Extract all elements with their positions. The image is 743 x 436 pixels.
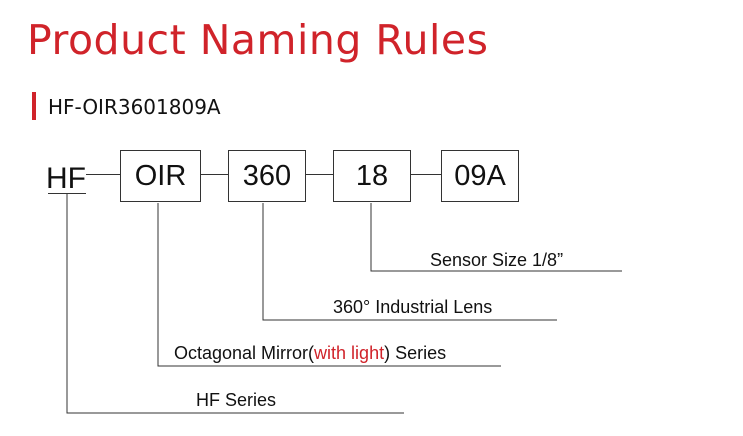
leader-line-sensor (370, 203, 622, 272)
connector-360-18 (306, 174, 333, 175)
code-segment-oir: OIR (120, 150, 201, 202)
connector-oir-360 (201, 174, 228, 175)
label-mirror-prefix: Octagonal Mirror( (174, 343, 315, 363)
leader-line-series (66, 193, 404, 414)
page-title: Product Naming Rules (27, 16, 489, 64)
label-mirror-highlight: with light (314, 343, 385, 363)
leader-line-mirror (157, 203, 501, 367)
model-number: HF-OIR3601809A (48, 95, 221, 119)
code-segment-09a: 09A (441, 150, 519, 202)
label-octagonal-mirror: Octagonal Mirror(with light) Series (174, 342, 446, 364)
label-industrial-lens: 360° Industrial Lens (333, 297, 493, 317)
connector-brand-oir (86, 174, 120, 175)
code-brand: HF (46, 162, 86, 195)
code-segment-360: 360 (228, 150, 306, 202)
connector-18-09a (411, 174, 441, 175)
label-hf-series: HF Series (196, 390, 277, 410)
label-sensor-size: Sensor Size 1/8” (430, 250, 564, 270)
label-mirror-suffix: ) Series (384, 343, 447, 363)
subtitle-accent-bar (32, 92, 36, 120)
code-segment-18: 18 (333, 150, 411, 202)
leader-line-lens (262, 203, 557, 321)
